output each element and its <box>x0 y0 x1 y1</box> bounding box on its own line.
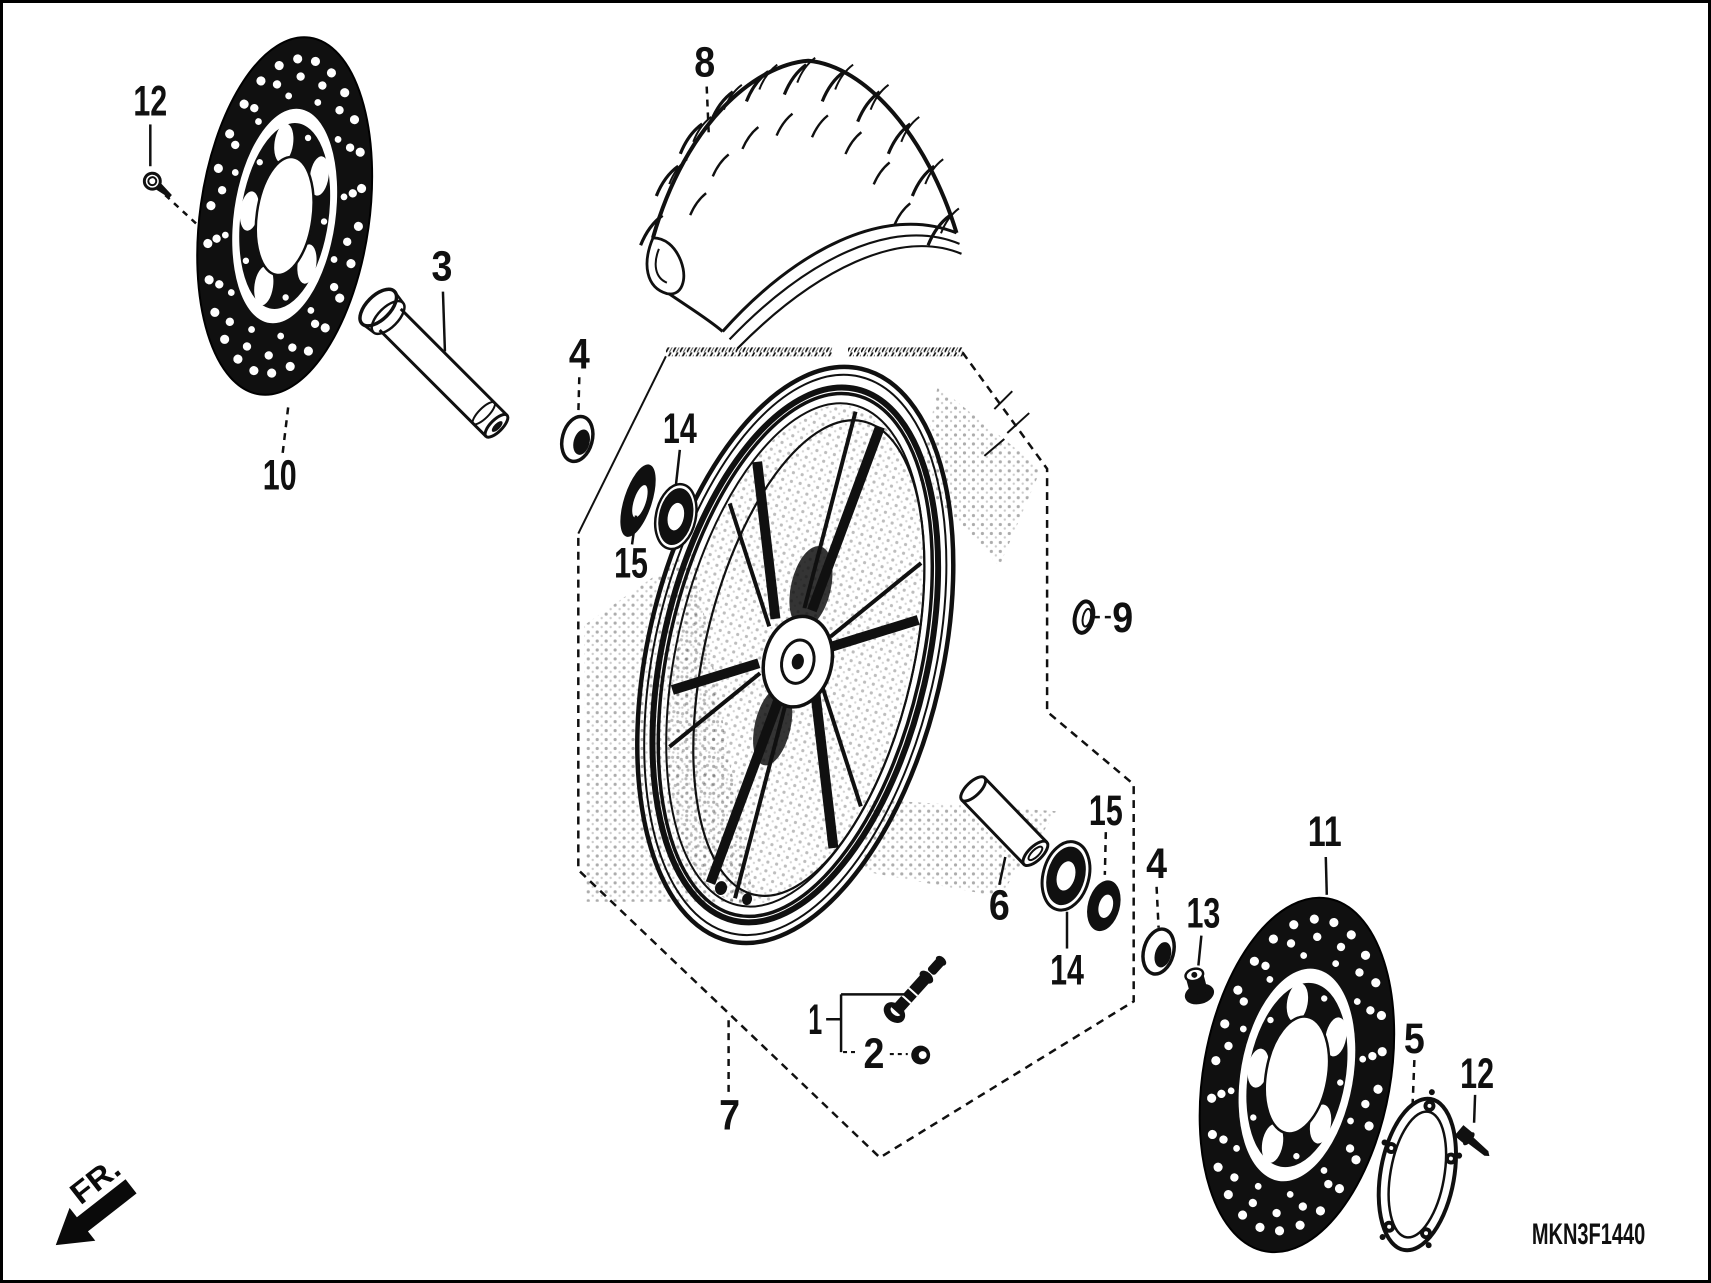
callout-11: 11 <box>1308 808 1342 856</box>
assembly-outline <box>577 347 1135 1160</box>
center-collar <box>959 775 1050 868</box>
callout-12-right: 12 <box>1460 1050 1494 1098</box>
axle-nut <box>1184 967 1215 1005</box>
callout-9: 9 <box>1112 594 1133 642</box>
brake-disc-left <box>196 36 374 396</box>
callout-2: 2 <box>863 1030 884 1078</box>
tire-tread-grooves <box>639 56 960 246</box>
wheel-bearing-right <box>1040 840 1092 912</box>
callout-3: 3 <box>431 243 452 291</box>
front-wheel <box>635 364 956 946</box>
front-axle <box>358 287 510 439</box>
callout-13: 13 <box>1186 890 1220 938</box>
side-collar-left <box>559 414 595 464</box>
pulser-ring <box>1376 1089 1463 1253</box>
callout-8: 8 <box>694 39 715 87</box>
callout-10: 10 <box>263 452 297 500</box>
callout-15-left: 15 <box>614 539 648 587</box>
callout-6: 6 <box>989 882 1010 930</box>
diagram-drawing: 12 10 3 4 8 14 15 9 6 15 14 4 13 11 5 12… <box>55 36 1645 1254</box>
callout-4-right: 4 <box>1146 840 1167 888</box>
callout-5: 5 <box>1404 1015 1425 1063</box>
disc-bolt-right <box>1454 1125 1490 1157</box>
callout-15-right: 15 <box>1089 787 1123 835</box>
wheel-bearing-left <box>653 482 698 551</box>
callout-14-right: 14 <box>1050 946 1084 994</box>
disc-bolt-left <box>142 171 172 199</box>
valve-stem <box>883 955 947 1023</box>
dust-seal-left <box>620 464 656 537</box>
collar-9 <box>1072 599 1096 635</box>
callout-4-left: 4 <box>569 330 590 378</box>
side-collar-right <box>1141 927 1176 976</box>
brake-disc-right <box>1198 896 1396 1254</box>
valve-nut <box>911 1045 931 1065</box>
tire <box>639 56 962 350</box>
dust-seal-right <box>1087 880 1121 932</box>
front-direction-arrow: FR. <box>55 1150 137 1246</box>
callout-1: 1 <box>808 996 822 1044</box>
callout-7: 7 <box>719 1092 740 1140</box>
diagram-code: MKN3F1440 <box>1532 1218 1645 1251</box>
callout-12-left: 12 <box>133 77 167 125</box>
callout-14-left: 14 <box>663 405 697 453</box>
leader-lines <box>149 86 1477 1123</box>
